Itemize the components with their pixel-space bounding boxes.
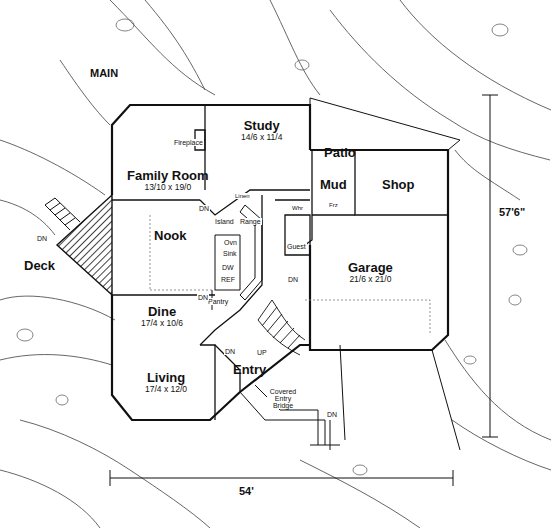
plan-title: MAIN [89, 68, 119, 79]
stairs [258, 300, 305, 355]
room-dimensions: 17/4 x 12/0 [145, 385, 187, 394]
fixture-label: Whr [291, 205, 304, 211]
mud-room: Mud [320, 178, 347, 192]
room-name: Patio [324, 146, 356, 160]
fixture-label: Fireplace [173, 139, 204, 146]
entry-room: Entry [233, 363, 266, 377]
patio-outline [310, 98, 460, 150]
stair-note: DN [36, 235, 48, 242]
fixture-label: Pantry [207, 298, 229, 305]
room-name: Entry [233, 363, 266, 377]
room-name: Deck [24, 259, 55, 273]
dimension-label: 54' [238, 486, 255, 497]
stair-note: DN [197, 294, 209, 301]
family-room: Family Room13/10 x 19/0 [127, 169, 209, 192]
exterior-walls [112, 105, 448, 420]
fixture-label: Linen [234, 193, 251, 199]
fixture-label: Guest [286, 243, 307, 250]
dotted-room-divisions [150, 215, 430, 335]
room-dimensions: 21/6 x 21/0 [348, 275, 393, 284]
room-name: Shop [382, 178, 415, 192]
rocks [17, 19, 527, 475]
room-name: Mud [320, 178, 347, 192]
deck [45, 195, 112, 295]
stair-note: DN [287, 276, 299, 283]
room-name: Living [145, 371, 187, 385]
patio-area: Patio [324, 146, 356, 160]
bridge-label: Covered Entry Bridge [267, 388, 299, 409]
room-dimensions: 14/6 x 11/4 [241, 133, 282, 142]
deck-area: Deck [24, 259, 55, 273]
living-room: Living17/4 x 12/0 [145, 371, 187, 394]
kitchen-fixtures [212, 205, 262, 310]
room-name: Study [241, 119, 282, 133]
fixture-label: Range [239, 218, 262, 225]
fixture-label: Sink [222, 250, 238, 257]
room-name: Nook [154, 229, 187, 243]
nook-room: Nook [154, 229, 187, 243]
stair-note: UP [256, 349, 268, 356]
room-name: Garage [348, 261, 393, 275]
dine-room: Dine17/4 x 10/6 [141, 305, 183, 328]
fixture-label: Frz [328, 202, 339, 208]
fixture-label: REF [220, 276, 236, 283]
stair-note: DN [198, 205, 210, 212]
room-name: Family Room [127, 169, 209, 183]
interior-walls [112, 105, 448, 420]
study-room: Study14/6 x 11/4 [241, 119, 282, 142]
fixture-label: Island [214, 218, 235, 225]
dimension-lines [110, 95, 498, 486]
entry-bridge-and-walk [240, 345, 460, 450]
dimension-label: 57'6" [498, 207, 526, 218]
stair-note: DN [224, 348, 236, 355]
room-name: Dine [141, 305, 183, 319]
shop-room: Shop [382, 178, 415, 192]
fixture-label: DW [221, 264, 235, 271]
stair-note: DN [326, 411, 338, 418]
room-dimensions: 13/10 x 19/0 [127, 183, 209, 192]
fixture-label: Ovn [223, 239, 238, 246]
room-dimensions: 17/4 x 10/6 [141, 319, 183, 328]
garage-room: Garage21/6 x 21/0 [348, 261, 393, 284]
